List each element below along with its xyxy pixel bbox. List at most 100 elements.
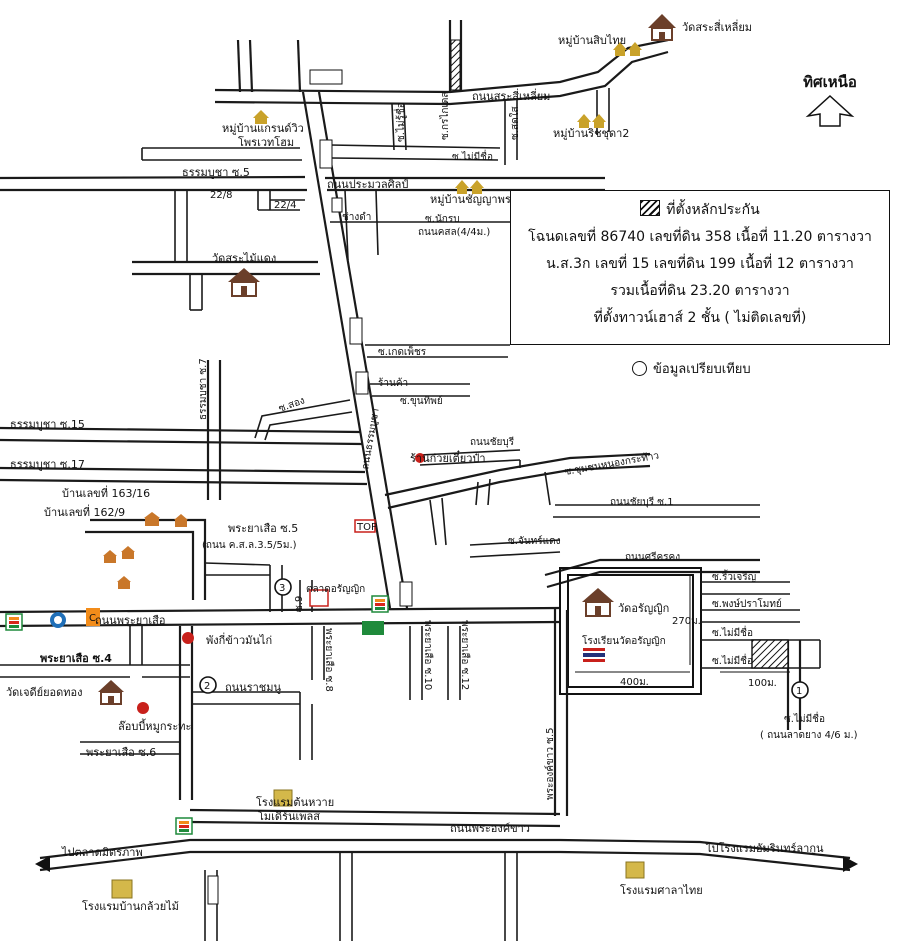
label-soi-rim-charoen: ซ.ริ้วเจริญ	[712, 569, 756, 583]
label-soi-krikaset: ซ.กรไกเดส	[439, 92, 451, 141]
label-phraya-suea-6: พระยาเสือ ซ.6	[86, 746, 156, 759]
label-phraya-suea-12: พระยาเสือ ซ.12	[459, 620, 471, 690]
label-wat-chanyat: วัดอรัญญิก	[618, 602, 669, 615]
label-thammabucha-15: ธรรมบูชา ซ.15	[10, 418, 85, 431]
temple-icon	[228, 268, 260, 297]
label-road-phra-ong-khao: ถนนพระองค์ขาว	[450, 822, 530, 835]
label-lob-moo: ล๊อบบี้หมูกระทะ	[118, 718, 191, 733]
label-to-hotel-amarin: ไปโรงแรมอัมรินทร์ลากูน	[705, 841, 824, 855]
label-dist-400: 400ม.	[620, 677, 649, 688]
label-phraya-suea-8: พระยาเสือ ซ.8	[323, 628, 335, 692]
label-ran-kuay-tiao: ร้านก๋วยเตี๋ยวป๋า	[410, 449, 486, 465]
collateral-info-box: ที่ตั้งหลักประกัน โฉนดเลขที่ 86740 เลขที…	[510, 190, 890, 345]
label-22-8: 22/8	[210, 190, 232, 201]
house-icon	[103, 512, 188, 589]
label-road-chaiburi-1: ถนนชัยบุรี ซ.1	[610, 496, 674, 508]
label-house-162: บ้านเลขที่ 162/9	[44, 504, 125, 519]
label-chang-tham: ช่างดำ	[342, 212, 371, 223]
label-road-ratchamnu: ถนนราชมนู	[225, 681, 282, 694]
temple-icon	[582, 588, 614, 617]
label-phrawet-home: โพรเวทโฮม	[238, 135, 294, 149]
label-ran-kha: ร้านค้า	[378, 377, 408, 389]
label-phraya-suea-4: พระยาเสือ ซ.4	[40, 652, 112, 665]
label-road-sri-khong: ถนนศรีครคง	[625, 551, 680, 563]
label-top-store: TOP	[356, 522, 377, 533]
seven-eleven-icon	[5, 595, 389, 835]
map-labels: วัดสระสี่เหลี่ยม หมู่บ้านสิบไทย หมู่บ้าน…	[6, 19, 858, 913]
label-school-wat: โรงเรียนวัดอรัญญิก	[582, 634, 666, 647]
label-thammabucha-5: ธรรมบูชา ซ.5	[182, 166, 250, 179]
label-dist-270: 270ม.	[672, 616, 701, 627]
label-house-163: บ้านเลขที่ 163/16	[62, 485, 150, 500]
hatch-swatch-icon	[640, 200, 661, 216]
marker-1: 1	[796, 686, 802, 697]
label-mb-chanya: หมู่บ้านชัญญาพร	[430, 193, 511, 206]
label-hotel-ton-huai: โรงแรมต้นหวาย	[256, 795, 334, 809]
label-pang-khao-man-kai: พังกี่ข้าวมันไก่	[206, 632, 272, 647]
marker-3: 3	[279, 583, 285, 594]
label-road-sa-si-liam: ถนนสระสี่เหลี่ยม	[472, 88, 550, 103]
label-soi-khun-thip: ซ.ขุนทิพย์	[400, 395, 443, 407]
label-mb-ritchada: หมู่บ้านริชชุดา2	[553, 127, 629, 140]
label-wat-chedi: วัดเจดีย์ยอดทอง	[6, 686, 83, 699]
comparison-legend: ข้อมูลเปรียบเทียบ	[632, 358, 751, 379]
roads	[0, 20, 858, 941]
label-road-prasong: ถนนประมวลศิลป์	[327, 178, 408, 191]
label-hotel-ban-kluai: โรงแรมบ้านกล้วยไม้	[82, 899, 179, 913]
shop-logos: C	[50, 519, 384, 635]
label-phra-ong-khao-5: พระองค์ขาว ซ.5	[544, 728, 556, 801]
label-talad-chanyat: ตลาดอรัญญิก	[306, 584, 365, 595]
label-to-talad: ไปตลาดมิตรภาพ	[61, 846, 143, 859]
label-soi-mai-mi-chue-1: ซ.ไม่มีชื่อ	[712, 625, 753, 639]
label-phraya-suea-5-sub: (ถนน ค.ส.ล.3.5/5ม.)	[202, 540, 297, 551]
label-22-4: 22/4	[274, 200, 296, 211]
label-wat-sa-si-liam: วัดสระสี่เหลี่ยม	[682, 19, 752, 34]
label-soi-phong: ซ.พงษ์ปราโมทย์	[712, 597, 782, 610]
label-hotel-ton-huai-2: โมเดิร์นเพลส	[258, 809, 320, 823]
label-phraya-suea-5: พระยาเสือ ซ.5	[228, 522, 298, 535]
label-road-phraya-suea: ถนนพระยาเสือ	[95, 614, 165, 627]
label-hotel-sala-thai: โรงแรมศาลาไทย	[620, 883, 703, 897]
building-blocks	[207, 69, 413, 905]
label-road-chaiburi: ถนนชัยบุรี	[470, 436, 515, 448]
label-soi-mai-mi-chue-top: ซ.ไม่มีชื่อ	[452, 149, 493, 163]
legend-text: ที่ตั้งหลักประกัน	[666, 202, 760, 218]
label-soi-9: ซ.9	[294, 596, 305, 612]
label-soi-sadao: ซ.สดใส	[509, 106, 521, 140]
label-dist-100: 100ม.	[748, 678, 777, 689]
label-soi-mai-sue: ซ.ไม่รู้ชื่อ	[393, 102, 407, 142]
restaurant-icon	[137, 453, 425, 714]
temple-icon	[648, 14, 676, 41]
flag-icon	[583, 648, 605, 662]
label-mb-grandview: หมู่บ้านแกรนด์วิว	[222, 122, 304, 135]
label-phraya-suea-10: พระยาเสือ ซ.10	[422, 620, 434, 690]
north-indicator: ทิศเหนือ	[785, 70, 875, 132]
info-line-4: ที่ตั้งทาวน์เฮาส์ 2 ชั้น ( ไม่ติดเลขที่)	[593, 310, 807, 326]
label-thammabucha-17: ธรรมบูชา ซ.17	[10, 458, 85, 471]
north-label: ทิศเหนือ	[803, 73, 857, 91]
svg-text:C: C	[89, 613, 96, 624]
comparison-text: ข้อมูลเปรียบเทียบ	[653, 362, 751, 377]
label-soi-keptrap: ซ.เกดเพ็ชร	[378, 344, 427, 358]
marker-2: 2	[204, 681, 210, 692]
legend-line: ที่ตั้งหลักประกัน	[511, 197, 889, 224]
label-soi-song: ซ.สอง	[277, 395, 306, 415]
comparison-circle-icon	[632, 361, 647, 376]
label-road-lat-yang: ( ถนนลาดยาง 4/6 ม.)	[760, 730, 858, 741]
label-thammabucha-7: ธรรมบูชา ซ.7	[198, 358, 209, 420]
label-soi-nakrop: ซ.นักรบ	[425, 214, 460, 225]
info-line-3: รวมเนื้อที่ดิน 23.20 ตารางวา	[610, 283, 790, 299]
temple-icon	[98, 680, 124, 705]
label-wat-sa-mai-daeng: วัดสระไม้แดง	[212, 252, 276, 265]
label-soi-chan-daeng: ซ.จันทร์แดง	[508, 535, 561, 547]
hotel-icon	[111, 789, 645, 899]
label-soi-mai-mi-chue-2: ซ.ไม่มีชื่อ	[712, 653, 753, 667]
comparison-markers: 1 2 3	[199, 578, 809, 699]
label-soi-mai-mi-chue-3: ซ.ไม่มีชื่อ	[784, 711, 825, 725]
label-soi-chumchon: ซ.ชุมชนหนองกระท้าว	[563, 449, 660, 477]
north-arrow-icon	[805, 94, 855, 127]
info-line-1: โฉนดเลขที่ 86740 เลขที่ดิน 358 เนื้อที่ …	[528, 229, 872, 245]
info-line-2: น.ส.3ก เลขที่ 15 เลขที่ดิน 199 เนื้อที่ …	[546, 256, 854, 272]
house-icon	[253, 42, 642, 194]
